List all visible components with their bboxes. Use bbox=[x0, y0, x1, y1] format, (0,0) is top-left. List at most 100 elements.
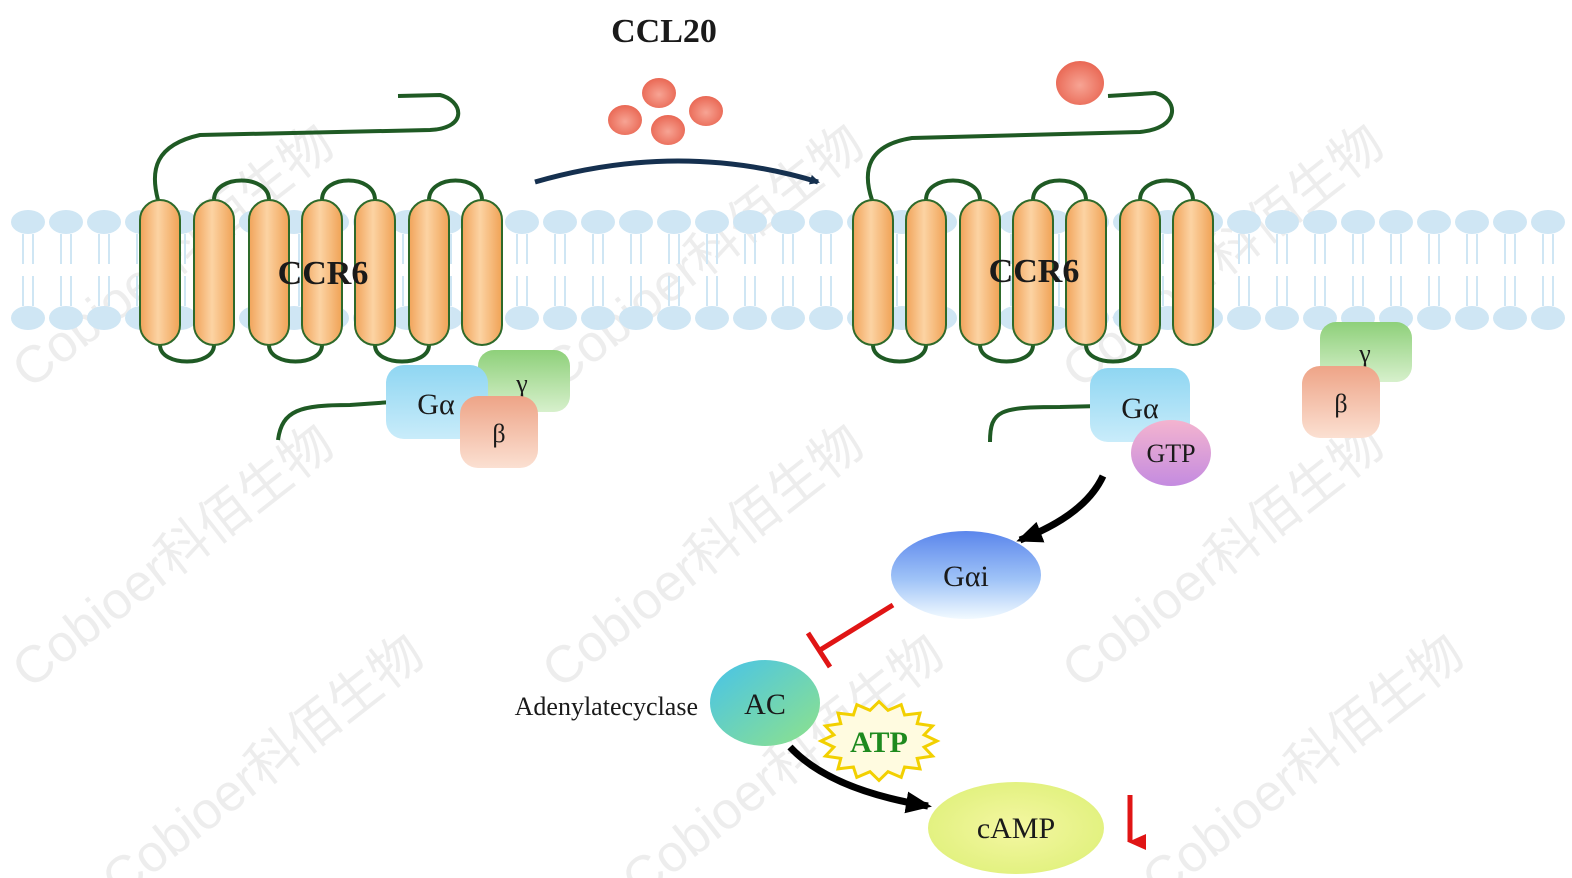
g-beta-gamma-dimer: γ β bbox=[1302, 322, 1412, 438]
g-alpha-label: Gα bbox=[1121, 392, 1159, 425]
lipid-head bbox=[809, 210, 843, 234]
lipid-head bbox=[733, 306, 767, 330]
transmembrane-helix bbox=[301, 199, 343, 346]
transmembrane-helix bbox=[354, 199, 396, 346]
lipid-head bbox=[11, 306, 45, 330]
activation-arrow bbox=[534, 158, 820, 185]
g-beta-label: β bbox=[492, 419, 505, 448]
g-alpha-label: Gα bbox=[417, 388, 455, 421]
lipid-head bbox=[695, 306, 729, 330]
adenylate-cyclase-caption: Adenylatecyclase bbox=[515, 692, 698, 721]
intracellular-c-terminus bbox=[988, 404, 1101, 443]
receptor-loop bbox=[320, 178, 377, 201]
transmembrane-helices bbox=[852, 178, 1214, 364]
transmembrane-helix bbox=[139, 199, 181, 346]
lipid-head bbox=[1455, 306, 1489, 330]
lipid-head bbox=[1417, 306, 1451, 330]
lipid-head bbox=[543, 210, 577, 234]
lipid-head bbox=[1303, 210, 1337, 234]
inhibition-arrow bbox=[805, 602, 895, 669]
adenylate-cyclase bbox=[710, 660, 820, 746]
lipid-head bbox=[619, 306, 653, 330]
extracellular-n-terminus bbox=[865, 90, 1174, 201]
intracellular-c-terminus bbox=[276, 400, 393, 441]
lipid-head bbox=[1531, 306, 1565, 330]
lipid-head bbox=[1341, 210, 1375, 234]
ccr6-receptor-left bbox=[139, 92, 503, 441]
g-beta-subunit bbox=[460, 396, 538, 468]
lipid-head bbox=[505, 210, 539, 234]
receptor-loop bbox=[924, 178, 982, 201]
activation-arrow bbox=[1016, 474, 1107, 544]
atp-label: ATP bbox=[850, 726, 908, 759]
transmembrane-helix bbox=[1065, 199, 1107, 346]
transmembrane-helix bbox=[1012, 199, 1054, 346]
receptor-loop bbox=[1031, 178, 1088, 201]
lipid-head bbox=[505, 306, 539, 330]
lipid-head bbox=[87, 306, 121, 330]
lipid-head bbox=[695, 210, 729, 234]
receptor-loop bbox=[158, 344, 216, 364]
g-alpha-gtp-complex: Gα GTP bbox=[1090, 368, 1211, 486]
extracellular-n-terminus bbox=[152, 92, 461, 201]
ccl20-molecule bbox=[608, 105, 642, 135]
lipid-head bbox=[657, 306, 691, 330]
lipid-head bbox=[49, 210, 83, 234]
ccl20-ligand-cluster bbox=[608, 78, 723, 145]
gtp-molecule bbox=[1131, 420, 1211, 486]
watermark: Cobioer科佰生物 bbox=[1132, 624, 1475, 878]
lipid-head bbox=[49, 306, 83, 330]
adenylate-cyclase-label: AC bbox=[744, 688, 786, 721]
lipid-head bbox=[1493, 210, 1527, 234]
receptor-loop bbox=[1084, 344, 1142, 364]
g-beta-subunit bbox=[1302, 366, 1380, 438]
lipid-head bbox=[1379, 210, 1413, 234]
lipid-head bbox=[657, 210, 691, 234]
lipid-head bbox=[733, 210, 767, 234]
lipid-head bbox=[1493, 306, 1527, 330]
lipid-head bbox=[1455, 210, 1489, 234]
lipid-head bbox=[87, 210, 121, 234]
watermark: Cobioer科佰生物 bbox=[2, 414, 345, 700]
g-beta-label: β bbox=[1334, 389, 1347, 418]
transmembrane-helices bbox=[139, 178, 503, 364]
lipid-head bbox=[1227, 306, 1261, 330]
ccr6-label-right: CCR6 bbox=[989, 253, 1080, 290]
receptor-loop bbox=[871, 344, 928, 364]
gtp-label: GTP bbox=[1146, 439, 1195, 468]
camp-label: cAMP bbox=[977, 812, 1055, 845]
transmembrane-helix bbox=[852, 199, 894, 346]
lipid-head bbox=[1417, 210, 1451, 234]
ccr6-label-left: CCR6 bbox=[278, 255, 369, 292]
transmembrane-helix bbox=[959, 199, 1001, 346]
lipid-head bbox=[581, 210, 615, 234]
receptor-loop bbox=[267, 344, 324, 364]
transmembrane-helix bbox=[461, 199, 503, 346]
atp-burst-icon bbox=[817, 699, 941, 783]
lipid-head bbox=[809, 306, 843, 330]
transmembrane-helix bbox=[193, 199, 235, 346]
transmembrane-helix bbox=[248, 199, 290, 346]
lipid-head bbox=[771, 306, 805, 330]
camp-molecule bbox=[928, 782, 1104, 874]
lipid-head bbox=[1265, 210, 1299, 234]
lipid-head bbox=[771, 210, 805, 234]
lipid-head bbox=[619, 210, 653, 234]
g-gamma-label: γ bbox=[515, 369, 528, 398]
conversion-arrow bbox=[787, 744, 932, 814]
g-protein-heterotrimer-left: γ Gα β bbox=[386, 350, 570, 468]
ccl20-molecule bbox=[651, 115, 685, 145]
transmembrane-helix bbox=[408, 199, 450, 346]
ccl20-molecule bbox=[689, 96, 723, 126]
g-alpha-i-protein bbox=[891, 531, 1041, 619]
g-gamma-label: γ bbox=[1358, 339, 1371, 368]
watermark: Cobioer科佰生物 bbox=[92, 624, 435, 878]
g-alpha-i-label: Gαi bbox=[943, 560, 989, 593]
lipid-head bbox=[543, 306, 577, 330]
receptor-loop bbox=[212, 178, 271, 201]
ccl20-molecule bbox=[642, 78, 676, 108]
watermark: Cobioer科佰生物 bbox=[532, 114, 875, 400]
receptor-loop bbox=[978, 344, 1035, 364]
transmembrane-helix bbox=[905, 199, 947, 346]
